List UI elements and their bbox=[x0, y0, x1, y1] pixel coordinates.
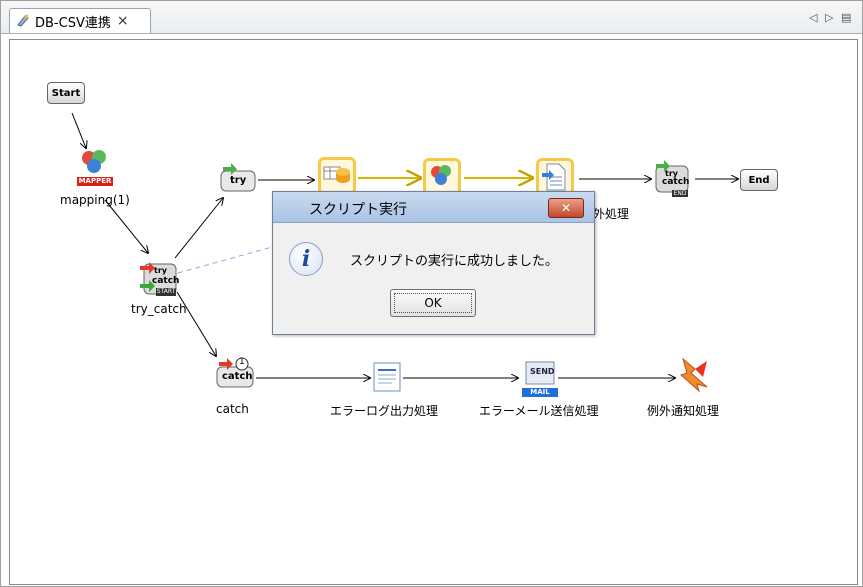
scroll-right-icon[interactable]: ▷ bbox=[825, 11, 834, 24]
try-text: try bbox=[230, 175, 247, 186]
mail-tag: MAIL bbox=[530, 388, 550, 396]
catch-icon bbox=[216, 357, 254, 388]
scroll-left-icon[interactable]: ◁ bbox=[809, 11, 818, 24]
try-catch-start-node[interactable]: try catch START bbox=[140, 260, 180, 301]
try-catch-catch-text: catch bbox=[152, 276, 180, 286]
script-file-icon bbox=[16, 13, 30, 30]
ok-button-label: OK bbox=[424, 296, 442, 310]
catch-badge: 1 bbox=[239, 357, 245, 367]
script-result-dialog: スクリプト実行 ✕ i スクリプトの実行に成功しました。 OK bbox=[272, 191, 595, 335]
error-mail-node[interactable]: SEND MAIL bbox=[520, 358, 560, 401]
end-try-text: try bbox=[665, 169, 678, 178]
try-node[interactable]: try bbox=[220, 162, 256, 195]
error-log-node[interactable] bbox=[372, 361, 402, 396]
exception-notice-node[interactable] bbox=[677, 357, 713, 396]
db-table-icon bbox=[323, 166, 350, 183]
start-tag: START bbox=[156, 288, 176, 295]
try-icon bbox=[220, 163, 256, 192]
db-read-node[interactable] bbox=[318, 157, 356, 195]
dialog-message: スクリプトの実行に成功しました。 bbox=[350, 254, 559, 269]
end-catch-text: catch bbox=[662, 177, 690, 187]
exception-process-label-partial: 外処理 bbox=[593, 207, 630, 221]
tab-title: DB-CSV連携 bbox=[35, 15, 111, 31]
lightning-icon bbox=[680, 357, 708, 393]
try-catch-end-icon bbox=[655, 160, 689, 197]
error-log-label: エラーログ出力処理 bbox=[330, 404, 439, 418]
dialog-close-button[interactable]: ✕ bbox=[548, 198, 584, 218]
editor-tab-bar: DB-CSV連携 × ◁ ▷ ▤ bbox=[1, 1, 862, 34]
error-mail-label: エラーメール送信処理 bbox=[479, 404, 599, 418]
mapper-tag: MAPPER bbox=[78, 177, 112, 185]
tab-list-icon[interactable]: ▤ bbox=[841, 11, 852, 24]
send-tag: SEND bbox=[530, 367, 555, 376]
try-catch-end-node[interactable]: try catch END bbox=[652, 160, 690, 201]
end-node[interactable]: End bbox=[740, 169, 778, 191]
start-node[interactable]: Start bbox=[47, 82, 85, 104]
catch-label: catch bbox=[216, 402, 249, 416]
catch-node[interactable]: 1 catch bbox=[216, 357, 256, 392]
catch-text: catch bbox=[222, 371, 253, 382]
mapper-node[interactable]: MAPPER bbox=[77, 146, 113, 189]
try-catch-label: try_catch bbox=[131, 302, 187, 316]
ok-focus-ring bbox=[394, 293, 472, 313]
info-icon: i bbox=[289, 242, 323, 276]
try-catch-try-text: try bbox=[154, 266, 167, 275]
exception-notice-label: 例外通知処理 bbox=[647, 404, 720, 418]
try-catch-icon bbox=[140, 262, 177, 296]
ok-button[interactable]: OK bbox=[390, 289, 476, 317]
mapper-process-icon bbox=[431, 165, 451, 185]
log-document-icon bbox=[373, 362, 401, 392]
mapping-label: mapping(1) bbox=[60, 193, 130, 207]
dialog-title: スクリプト実行 bbox=[309, 202, 407, 218]
mapper-icon bbox=[77, 150, 113, 186]
tab-db-csv[interactable]: DB-CSV連携 × bbox=[9, 8, 151, 33]
end-tag: END bbox=[673, 190, 687, 197]
csv-file-icon bbox=[542, 163, 566, 191]
dialog-titlebar[interactable]: スクリプト実行 ✕ bbox=[273, 192, 594, 223]
mail-send-icon bbox=[522, 361, 558, 397]
flow-connections bbox=[71, 112, 857, 584]
tab-close-icon[interactable]: × bbox=[116, 13, 129, 29]
